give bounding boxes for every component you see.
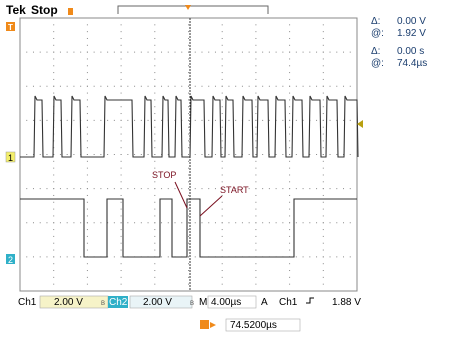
trigger-position-icon bbox=[200, 320, 209, 329]
trigger-point-marker bbox=[185, 5, 191, 10]
trigger-position-arrow bbox=[210, 322, 216, 328]
start-annotation: START bbox=[220, 185, 249, 195]
ch1-marker-text: 1 bbox=[8, 153, 13, 163]
acquisition-mode: A bbox=[261, 297, 268, 308]
timebase-label: M bbox=[199, 297, 207, 308]
ch1-ground-marker[interactable] bbox=[5, 151, 16, 163]
bandwidth-icon-ch2: B bbox=[190, 301, 194, 307]
timebase-value: 4.00µs bbox=[211, 297, 241, 308]
ch1-label: Ch1 bbox=[18, 297, 37, 308]
ch2-ground-marker[interactable] bbox=[6, 254, 15, 264]
delta-t-symbol: Δ: bbox=[371, 46, 380, 57]
delta-v-symbol: Δ: bbox=[371, 16, 380, 27]
ch2-scale: 2.00 V bbox=[143, 297, 172, 308]
at-t-value: 74.4µs bbox=[397, 58, 427, 69]
at-t-symbol: @: bbox=[371, 58, 384, 69]
delta-t-value: 0.00 s bbox=[397, 46, 424, 57]
ch2-label-box[interactable] bbox=[108, 296, 128, 308]
graticule-dots bbox=[19, 17, 351, 292]
trigger-marker-text: T bbox=[8, 23, 13, 32]
ch2-label: Ch2 bbox=[109, 297, 128, 308]
ch2-trace bbox=[20, 198, 357, 258]
trigger-position-field[interactable] bbox=[225, 318, 301, 332]
ch2-scale-field[interactable] bbox=[129, 295, 193, 309]
trigger-position-marker-top bbox=[68, 8, 73, 15]
bandwidth-icon-ch1: B bbox=[101, 301, 105, 307]
brand-label: Tek bbox=[6, 3, 26, 17]
trigger-level: 1.88 V bbox=[332, 297, 361, 308]
ch1-scale: 2.00 V bbox=[54, 297, 83, 308]
trigger-slope-icon bbox=[306, 297, 314, 304]
timebase-field[interactable] bbox=[207, 295, 257, 309]
record-view-bracket bbox=[117, 5, 269, 14]
ch2-marker-text: 2 bbox=[8, 255, 13, 265]
trigger-level-marker bbox=[357, 120, 363, 128]
acquisition-status: Stop bbox=[31, 3, 58, 17]
trigger-marker-left bbox=[6, 22, 15, 31]
at-v-value: 1.92 V bbox=[397, 28, 426, 39]
start-arrow bbox=[199, 195, 223, 217]
stop-arrow bbox=[174, 181, 188, 209]
delta-v-value: 0.00 V bbox=[397, 16, 426, 27]
trigger-source: Ch1 bbox=[279, 297, 298, 308]
at-v-symbol: @: bbox=[371, 28, 384, 39]
ch1-trace bbox=[20, 95, 359, 158]
stop-annotation: STOP bbox=[152, 170, 176, 180]
trigger-position-value: 74.5200µs bbox=[230, 320, 277, 331]
